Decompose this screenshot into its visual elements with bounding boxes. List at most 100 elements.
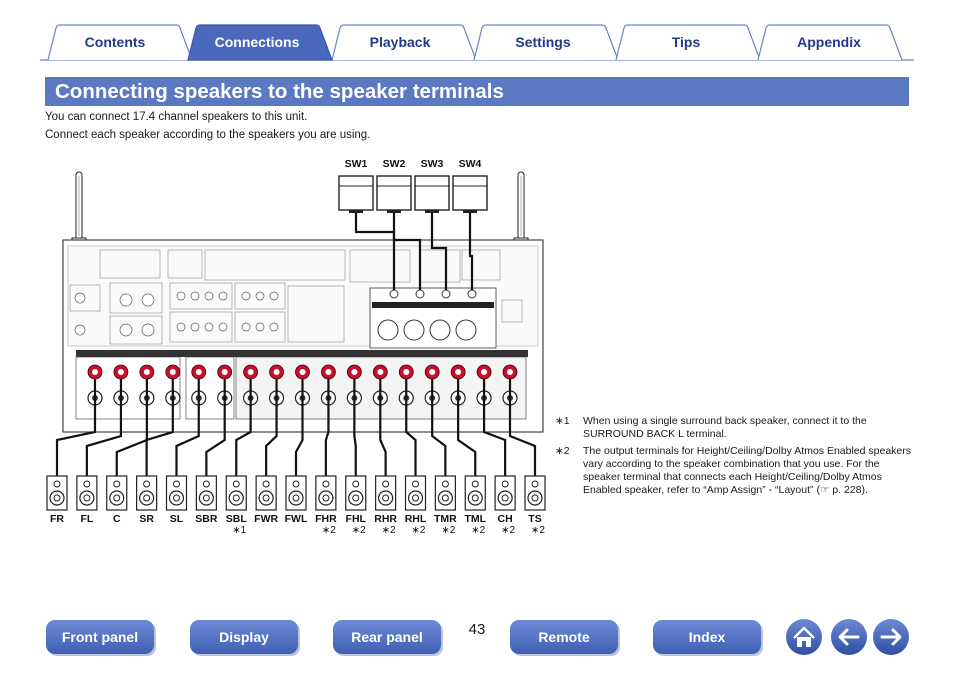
back-button[interactable] xyxy=(831,619,867,655)
front-panel-button[interactable]: Front panel xyxy=(46,620,154,654)
speaker-icon xyxy=(165,475,188,511)
home-button[interactable] xyxy=(786,619,822,655)
subwoofer-label: SW4 xyxy=(459,158,482,170)
tab-contents[interactable]: Contents xyxy=(84,34,146,50)
speaker-label: TS xyxy=(528,513,541,525)
speaker-icon xyxy=(494,475,516,511)
receiver-rear-panel xyxy=(62,239,544,433)
speaker-icon xyxy=(345,475,367,511)
speaker-wire xyxy=(85,379,123,476)
remote-button[interactable]: Remote xyxy=(510,620,618,654)
speaker-label: SL xyxy=(170,513,184,525)
intro-line-2: Connect each speaker according to the sp… xyxy=(45,129,371,141)
speaker-wire xyxy=(145,379,174,476)
speaker-wire xyxy=(115,379,148,476)
tab-appendix[interactable]: Appendix xyxy=(797,34,861,50)
speaker-icon xyxy=(225,475,247,511)
left-antenna-icon xyxy=(71,171,87,251)
tab-playback[interactable]: Playback xyxy=(369,34,431,50)
subwoofer-icon xyxy=(338,175,374,213)
index-button[interactable]: Index xyxy=(653,620,761,654)
speaker-label: TMR xyxy=(434,513,457,525)
speaker-icon xyxy=(106,475,128,511)
speaker-label: TML xyxy=(464,513,486,525)
page-number: 43 xyxy=(468,621,486,638)
speaker-wire xyxy=(353,379,357,476)
subwoofer-label: SW2 xyxy=(383,158,406,170)
tab-shapes xyxy=(40,24,914,61)
speaker-wire xyxy=(205,379,226,476)
tab-settings[interactable]: Settings xyxy=(515,34,571,50)
subwoofer-wire xyxy=(468,213,474,290)
speaker-wire xyxy=(508,379,537,476)
speaker-icon xyxy=(76,475,98,511)
page-title-bar: Connecting speakers to the speaker termi… xyxy=(45,77,909,106)
speaker-icon xyxy=(195,475,217,511)
subwoofer-label: SW3 xyxy=(421,158,444,170)
speaker-wire xyxy=(175,379,200,476)
speaker-label: FWR xyxy=(254,513,278,525)
speaker-icon xyxy=(315,475,337,511)
speaker-note: ∗2 xyxy=(412,525,426,536)
speaker-wires xyxy=(55,213,537,476)
speaker-terminal xyxy=(424,364,440,406)
speaker-icon xyxy=(464,475,486,511)
speaker-note: ∗2 xyxy=(441,525,455,536)
speaker-label: RHR xyxy=(374,513,397,525)
intro-line-1: You can connect 17.4 channel speakers to… xyxy=(45,111,308,123)
speaker-label: SBR xyxy=(195,513,218,525)
footnote-mark: ∗2 xyxy=(555,444,570,457)
speaker-wire xyxy=(235,379,252,476)
speaker-wire xyxy=(265,379,278,476)
tab-bar: Contents Connections Playback Settings T… xyxy=(0,0,954,61)
speaker-label: C xyxy=(113,513,121,525)
speaker-wire xyxy=(379,379,387,476)
speaker-note: ∗2 xyxy=(322,525,336,536)
rear-panel-button[interactable]: Rear panel xyxy=(333,620,441,654)
tab-tips[interactable]: Tips xyxy=(671,34,701,50)
speaker-note: ∗2 xyxy=(471,525,485,536)
speaker-note: ∗2 xyxy=(531,525,545,536)
speaker-label: FHL xyxy=(346,513,367,525)
speaker-wire xyxy=(431,379,447,476)
speaker-label: SR xyxy=(139,513,154,525)
speaker-label: RHL xyxy=(405,513,427,525)
home-icon xyxy=(793,626,815,647)
speaker-wire xyxy=(324,379,330,476)
speaker-icon xyxy=(46,475,68,511)
speaker-note: ∗2 xyxy=(382,525,396,536)
display-button[interactable]: Display xyxy=(190,620,298,654)
speaker-icon xyxy=(375,475,397,511)
speaker-label: CH xyxy=(498,513,513,525)
subwoofer-icon xyxy=(452,175,488,213)
subwoofer-icon xyxy=(414,175,450,213)
footnote-text: The output terminals for Height/Ceiling/… xyxy=(583,444,912,497)
speaker-wire xyxy=(294,379,304,476)
footnote-1: ∗1 When using a single surround back spe… xyxy=(555,415,915,442)
speaker-label: SBL xyxy=(226,513,248,525)
speaker-icon xyxy=(404,475,427,511)
subwoofer-wire xyxy=(354,213,396,290)
subwoofer-wire xyxy=(392,213,422,290)
speaker-icon xyxy=(434,475,456,511)
forward-button[interactable] xyxy=(873,619,909,655)
speaker-icon xyxy=(136,475,158,511)
speaker-terminals xyxy=(87,364,518,406)
speaker-label: FHR xyxy=(315,513,337,525)
tab-connections[interactable]: Connections xyxy=(214,34,300,50)
right-antenna-icon xyxy=(513,171,529,251)
footnote-2: ∗2 The output terminals for Height/Ceili… xyxy=(555,445,915,498)
speaker-wire xyxy=(457,379,477,476)
speaker-terminal xyxy=(113,364,129,406)
speaker-icon xyxy=(285,475,307,511)
speaker-wire xyxy=(55,379,97,476)
speaker-terminal xyxy=(502,364,518,406)
speaker-label: FL xyxy=(80,513,93,525)
speaker-icon xyxy=(255,475,277,511)
speaker-note: ∗2 xyxy=(352,525,366,536)
speaker-wire xyxy=(482,379,507,476)
footnote-mark: ∗1 xyxy=(555,415,570,427)
